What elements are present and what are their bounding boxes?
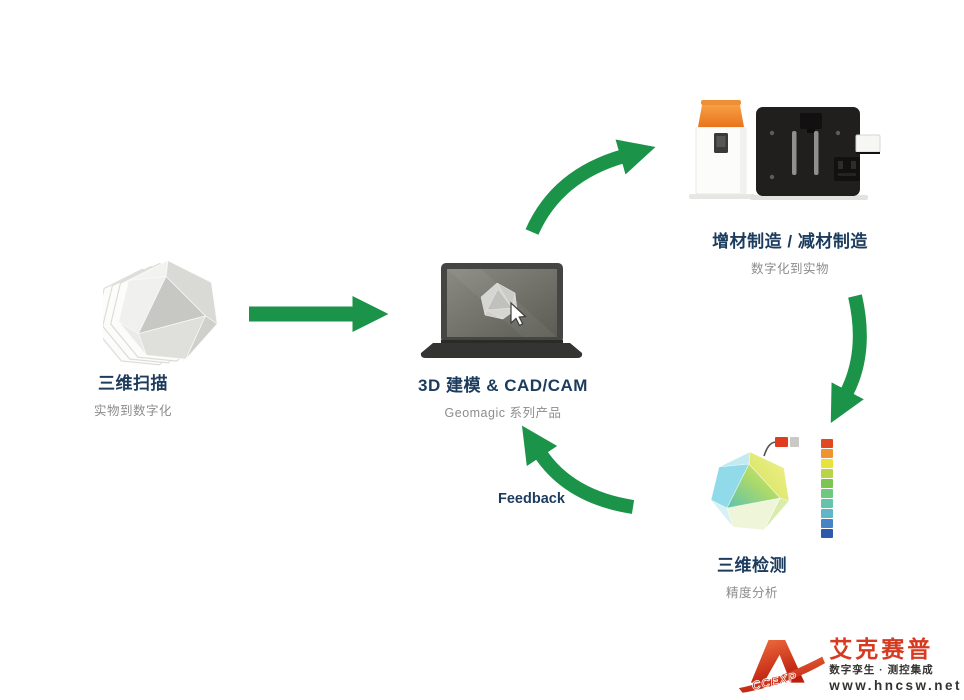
arrow-scan-to-modeling-icon (249, 295, 389, 333)
inspection-probe-tag-icon (763, 437, 799, 457)
scale-color-swatch (821, 449, 833, 458)
modeling-subtitle: Geomagic 系列产品 (444, 406, 562, 420)
brand-name-cn: 艾克赛普 (829, 635, 934, 662)
watermark-logo: CCEXP 艾克赛普 数字孪生 · 测控集成 www.hncsw.net (737, 635, 962, 695)
brand-website: www.hncsw.net (829, 678, 962, 693)
scan-subtitle: 实物到数字化 (93, 404, 172, 418)
inspection-subtitle: 精度分析 (725, 586, 778, 600)
laptop-base (420, 343, 583, 358)
brand-tagline: 数字孪生 · 测控集成 (829, 664, 934, 676)
laptop-icon (420, 263, 583, 358)
manufacturing-subtitle: 数字化到实物 (750, 262, 829, 276)
arrow-manufacturing-to-inspection-icon (830, 294, 867, 424)
arrow-feedback-icon (521, 425, 635, 514)
scale-color-swatch (821, 509, 833, 518)
sla-printer-icon (689, 100, 755, 199)
accexp-logo-icon: CCEXP (739, 639, 826, 693)
inspection-color-scale (821, 439, 833, 538)
node-scan-label: 三维扫描 实物到数字化 (53, 369, 213, 419)
scan-title: 三维扫描 (98, 374, 168, 393)
inspection-polyhedron (710, 451, 790, 531)
node-modeling-label: 3D 建模 & CAD/CAM Geomagic 系列产品 (408, 371, 598, 421)
node-inspection-label: 三维检测 精度分析 (652, 551, 852, 601)
modeling-title: 3D 建模 & CAD/CAM (418, 376, 588, 395)
scale-color-swatch (821, 439, 833, 448)
node-manufacturing-label: 增材制造 / 减材制造 数字化到实物 (690, 227, 890, 277)
scan-object-icon (103, 260, 218, 366)
inspection-object-icon (710, 437, 799, 531)
cnc-machine-icon (750, 107, 881, 200)
feedback-label: Feedback (498, 491, 565, 507)
scale-color-swatch (821, 479, 833, 488)
scale-color-swatch (821, 519, 833, 528)
scale-color-swatch (821, 499, 833, 508)
manufacturing-title: 增材制造 / 减材制造 (712, 232, 868, 251)
scale-color-swatch (821, 489, 833, 498)
inspection-title: 三维检测 (717, 556, 787, 575)
scan-polyhedron (118, 260, 218, 360)
scale-color-swatch (821, 459, 833, 468)
scale-color-swatch (821, 469, 833, 478)
manufacturing-machines-icon (689, 100, 881, 200)
scale-color-swatch (821, 529, 833, 538)
arrow-modeling-to-manufacturing-icon (525, 139, 656, 235)
cursor-icon (510, 301, 527, 327)
